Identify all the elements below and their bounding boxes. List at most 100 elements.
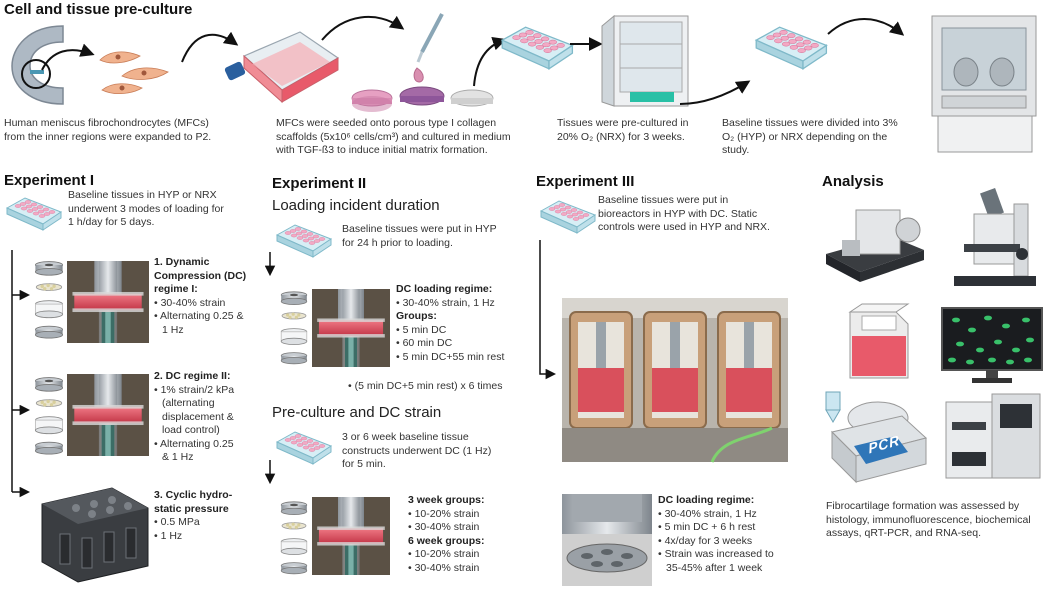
exp2-subtitle-preculture-strain: Pre-culture and DC strain	[272, 404, 442, 421]
exp2-dc-regime-line2: • 30-40% strain, 1 Hz	[396, 296, 495, 309]
title-experiment-3: Experiment III	[536, 173, 635, 190]
preculture-step2-text: MFCs were seeded onto porous type I coll…	[276, 117, 516, 158]
exp2-sub2-bioreactor-photo	[312, 497, 390, 575]
exp1-regime3-line4: • 1 Hz	[154, 529, 183, 542]
exp2-subtitle-loading-duration: Loading incident duration	[272, 197, 440, 214]
microtome-icon	[826, 209, 924, 282]
histology-cassette-icon	[848, 303, 910, 379]
exp1-regime1-line4: • 30-40% strain	[154, 296, 226, 309]
exp2-groups-line3: • 30-40% strain	[408, 521, 480, 533]
exp3-compression-platen-photo	[562, 494, 652, 586]
exp1-regime2-line7: & 1 Hz	[162, 451, 194, 463]
exp1-hydrostatic-chamber-render	[41, 487, 149, 583]
title-experiment-1: Experiment I	[4, 172, 95, 189]
exp2-dc-extra: • (5 min DC+5 min rest) x 6 times	[348, 380, 503, 392]
arrow-flask-to-scaffolds	[321, 15, 405, 41]
exp1-regime2-line6: • Alternating 0.25	[154, 437, 234, 450]
incubator-icon	[601, 14, 689, 107]
arrow-plate-to-incubator	[570, 37, 603, 51]
exp3-dc-regime-line3: • 5 min DC + 6 h rest	[658, 521, 756, 533]
exp2-arrow-down-2	[264, 460, 276, 485]
pcr-machine-icon	[825, 391, 928, 484]
exp1-intro-text: Baseline tissues in HYP or NRX underwent…	[68, 189, 258, 230]
baseline-well-plate-icon	[755, 26, 828, 70]
exp2-sub2-intro-line1: 3 or 6 week baseline tissue	[342, 431, 469, 443]
meniscus-illustration	[11, 25, 64, 105]
exp2-groups-line6: • 30-40% strain	[408, 561, 480, 574]
exp2-groups-line2: • 10-20% strain	[408, 507, 480, 520]
exp3-intro-text: Baseline tissues were put in bioreactors…	[598, 194, 808, 235]
exp2-sub2-intro: 3 or 6 week baseline tissue constructs u…	[342, 431, 532, 472]
exp2-dc-regime-list: DC loading regime: • 30-40% strain, 1 Hz…	[396, 283, 536, 364]
exp1-flow-bracket	[11, 250, 31, 498]
exp1-regime2-line4: displacement &	[162, 410, 234, 423]
exp2-dc-regime-line1: DC loading regime:	[396, 283, 493, 295]
exp1-regime1-line2: Compression (DC)	[154, 269, 247, 282]
preculture-step1-text: Human meniscus fibrochondrocytes (MFCs) …	[4, 117, 244, 144]
preculture-step3-line1: Tissues were pre-cultured in	[557, 117, 689, 129]
exp1-regime2-line2: • 1% strain/2 kPa	[154, 383, 235, 396]
exp1-regime1-line5: • Alternating 0.25 &	[154, 310, 244, 322]
exp1-regime3-line1: 3. Cyclic hydro-	[154, 489, 233, 501]
preculture-step2-line2: scaffolds (5x10⁶ cells/cm³) and cultured…	[276, 130, 511, 143]
exp2-sub1-bioreactor-photo	[312, 289, 390, 367]
exp1-dc2-bioreactor-photo	[67, 374, 149, 456]
exp3-well-plate-icon	[540, 200, 596, 234]
exp1-regime2-list: 2. DC regime II: • 1% strain/2 kPa (alte…	[154, 370, 266, 465]
exp3-intro-line2: bioreactors in HYP with DC. Static	[598, 207, 758, 220]
exp1-regime2-line1: 2. DC regime II:	[154, 370, 231, 382]
preculture-step2-line3: with TGF-ß3 to induce initial matrix for…	[276, 144, 488, 156]
microscope-icon	[954, 188, 1036, 286]
exp1-dc1-parts-stack	[34, 261, 64, 339]
analysis-summary-line1: Fibrocartilage formation was assessed by	[826, 500, 1020, 512]
exp1-dc1-bioreactor-photo	[67, 261, 149, 343]
collagen-scaffolds-illustration	[351, 86, 494, 112]
exp3-intro-line1: Baseline tissues were put in	[598, 194, 729, 206]
exp1-regime3-list: 3. Cyclic hydro- static pressure • 0.5 M…	[154, 489, 264, 543]
hypoxia-chamber-icon	[931, 15, 1037, 153]
exp2-dc-regime-line6: • 5 min DC+55 min rest	[396, 350, 505, 363]
exp3-flow-arrow	[539, 240, 557, 380]
exp1-regime2-line5: load control)	[162, 424, 220, 436]
pipette-icon	[413, 13, 444, 83]
culture-flask-icon	[224, 31, 340, 104]
exp1-regime3-line2: static pressure	[154, 502, 229, 515]
exp1-regime1-list: 1. Dynamic Compression (DC) regime I: • …	[154, 256, 264, 337]
exp2-sub1-intro-line1: Baseline tissues were put in HYP	[342, 223, 497, 235]
preculture-step4-line1: Baseline tissues were divided into 3%	[722, 117, 898, 129]
exp2-well-plate-icon-2	[276, 431, 332, 465]
exp2-sub1-intro-line2: for 24 h prior to loading.	[342, 236, 453, 249]
arrow-cells-to-flask	[181, 31, 239, 63]
sequencer-icon	[945, 393, 1041, 479]
arrow-scaffolds-to-plate	[473, 36, 507, 87]
preculture-step3-line2: 20% O₂ (NRX) for 3 weeks.	[557, 130, 685, 143]
exp2-dc-regime-line3: Groups:	[396, 310, 437, 322]
preculture-step2-line1: MFCs were seeded onto porous type I coll…	[276, 117, 497, 129]
exp3-dc-regime-list: DC loading regime: • 30-40% strain, 1 Hz…	[658, 494, 808, 575]
exp3-intro-line3: controls were used in HYP and NRX.	[598, 221, 770, 233]
exp3-dc-regime-line1: DC loading regime:	[658, 494, 755, 506]
analysis-summary-line3: assays, qRT-PCR, and RNA-seq.	[826, 527, 982, 539]
title-preculture: Cell and tissue pre-culture	[4, 1, 193, 18]
title-experiment-2: Experiment II	[272, 175, 367, 192]
exp1-well-plate-icon	[6, 197, 62, 231]
preculture-step1-line1: Human meniscus fibrochondrocytes (MFCs)	[4, 117, 209, 129]
preculture-step4-line2: O₂ (HYP) or NRX depending on the	[722, 130, 888, 143]
exp3-dc-regime-line2: • 30-40% strain, 1 Hz	[658, 507, 757, 520]
exp1-intro-line2: underwent 3 modes of loading for	[68, 202, 224, 215]
exp2-sub2-intro-line3: for 5 min.	[342, 458, 386, 470]
preculture-step4-text: Baseline tissues were divided into 3% O₂…	[722, 117, 922, 158]
exp1-intro-line1: Baseline tissues in HYP or NRX	[68, 189, 217, 201]
exp2-groups-line4: 6 week groups:	[408, 534, 485, 547]
exp2-groups-line5: • 10-20% strain	[408, 548, 480, 560]
exp3-bioreactor-chambers-photo	[562, 298, 788, 463]
well-plate-icon	[501, 26, 574, 70]
exp1-regime1-line1: 1. Dynamic	[154, 256, 210, 268]
exp3-dc-regime-line4: • 4x/day for 3 weeks	[658, 534, 753, 547]
exp2-sub2-parts-stack	[280, 501, 308, 575]
exp2-groups-list: 3 week groups: • 10-20% strain • 30-40% …	[408, 494, 528, 575]
exp2-arrow-down-1	[264, 252, 276, 277]
analysis-summary-text: Fibrocartilage formation was assessed by…	[826, 500, 1052, 541]
arrow-meniscus-to-cells	[41, 43, 95, 71]
exp2-dc-regime-line4: • 5 min DC	[396, 323, 447, 336]
